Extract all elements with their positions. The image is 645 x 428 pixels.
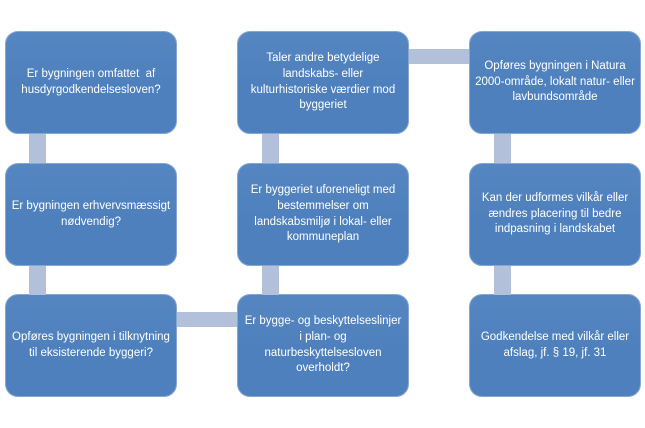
flow-node-godkendelse-eller-afslag: Godkendelse med vilkår eller afslag, jf.…	[469, 294, 641, 397]
connector-node7-node8	[494, 134, 511, 163]
flow-node-label: Opføres bygningen i tilknytning til eksi…	[12, 330, 174, 359]
flow-node-label: Taler andre betydelige landskabs- eller …	[250, 52, 399, 112]
flow-node-vilkaar-eller-aendret-placering: Kan der udformes vilkår eller ændres pla…	[469, 163, 641, 266]
flow-node-label: Er bygningen erhvervsmæssigt nødvendig?	[11, 199, 174, 228]
flow-node-label: Er bygge- og beskyttelseslinjer i plan- …	[244, 315, 405, 375]
connector-node5-node4	[262, 134, 279, 163]
connector-node2-node3	[29, 266, 46, 295]
connector-node3-node6	[177, 312, 237, 327]
flow-node-label: Er byggeriet uforeneligt med bestemmelse…	[250, 184, 399, 244]
flow-node-label: Godkendelse med vilkår eller afslag, jf.…	[480, 330, 633, 359]
connector-node4-node7	[409, 49, 469, 64]
flow-node-label: Opføres bygningen i Natura 2000-område, …	[475, 60, 639, 104]
flow-node-natura-2000-omraade: Opføres bygningen i Natura 2000-område, …	[469, 31, 641, 134]
connector-node8-node9	[494, 266, 511, 295]
flow-node-label: Er bygningen omfattet af husdyrgodkendel…	[21, 67, 161, 96]
flow-node-label: Kan der udformes vilkår eller ændres pla…	[481, 192, 632, 236]
flow-node-landskabs-kulturhistoriske-vaerdier: Taler andre betydelige landskabs- eller …	[237, 31, 409, 134]
connector-node6-node5	[262, 266, 279, 295]
flow-node-uforeneligt-med-planbestemmelser: Er byggeriet uforeneligt med bestemmelse…	[237, 163, 409, 266]
connector-node1-node2	[29, 134, 46, 163]
flow-node-erhvervsmaessigt-noedvendig: Er bygningen erhvervsmæssigt nødvendig?	[5, 163, 177, 266]
flow-node-tilknytning-eksisterende-byggeri: Opføres bygningen i tilknytning til eksi…	[5, 294, 177, 397]
flow-node-bygge-beskyttelseslinjer: Er bygge- og beskyttelseslinjer i plan- …	[237, 294, 409, 397]
flow-node-husdyrgodkendelsesloven: Er bygningen omfattet af husdyrgodkendel…	[5, 31, 177, 134]
